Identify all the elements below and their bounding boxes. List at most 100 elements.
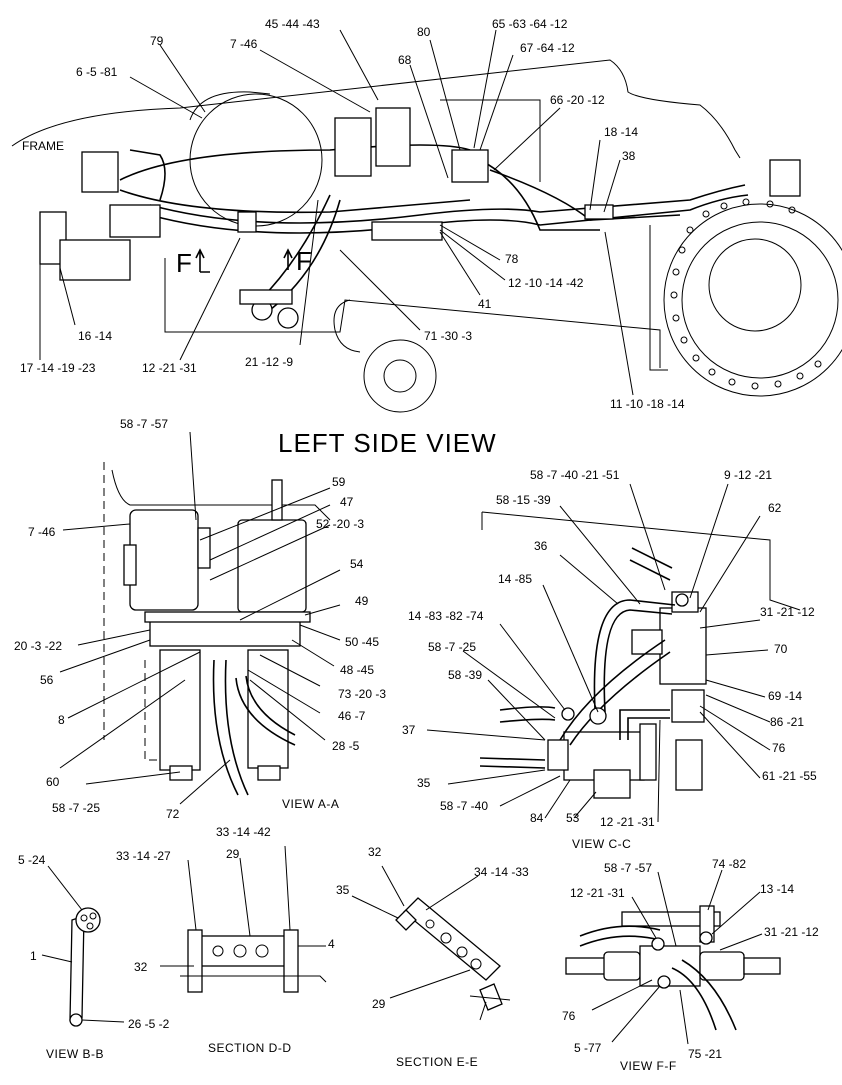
dd-block — [193, 935, 293, 967]
ff-left-tube — [565, 957, 609, 975]
motor-block — [109, 204, 161, 238]
dd-bolt-right — [283, 929, 299, 993]
section-f-arrow-right — [283, 248, 293, 270]
hose-b2 — [245, 675, 296, 736]
callout: 8 — [58, 713, 65, 727]
pump-base — [593, 769, 631, 799]
callout: 17 -14 -19 -23 — [20, 361, 96, 375]
callout: 26 -5 -2 — [128, 1017, 170, 1031]
callout: 35 — [417, 776, 431, 790]
ff-right-coupling — [699, 951, 745, 981]
callout: 80 — [417, 25, 431, 39]
section-f-marker-right: F — [296, 246, 313, 276]
section-d-d-label: SECTION D-D — [208, 1041, 292, 1055]
callout: 78 — [505, 252, 519, 266]
view-a-a: 58 -7 -57 59 47 52 -20 -3 54 49 50 -45 4… — [14, 417, 386, 821]
view-b-b-label: VIEW B-B — [46, 1047, 104, 1061]
callout: 7 -46 — [230, 37, 258, 51]
solenoid-cc — [631, 629, 663, 655]
cc-hose-7 — [479, 757, 546, 769]
callout: 33 -14 -27 — [116, 849, 171, 863]
lower-manifold — [239, 289, 293, 305]
callout: 58 -7 -25 — [428, 640, 476, 654]
dd-base — [180, 975, 327, 983]
ff-upper-nut — [699, 931, 713, 945]
filter-right — [237, 519, 307, 613]
big-wheel-outer — [663, 203, 842, 397]
callout: 59 — [332, 475, 346, 489]
lower-valve-b — [277, 307, 299, 329]
callout: 49 — [355, 594, 369, 608]
callout: 58 -7 -40 — [440, 799, 488, 813]
view-a-a-label: VIEW A-A — [282, 797, 339, 811]
leader — [81, 1019, 125, 1023]
callout: 47 — [340, 495, 354, 509]
callout: 48 -45 — [340, 663, 374, 677]
fitting-cc-c — [675, 593, 689, 607]
solenoid-valve-b — [375, 107, 411, 167]
filter-left — [129, 509, 199, 611]
frame-label: FRAME — [22, 139, 64, 153]
solenoid-valve-a — [334, 117, 372, 177]
cc-hose-3 — [593, 599, 676, 711]
hose-7 — [259, 194, 331, 301]
valve-body — [659, 607, 707, 685]
callout: 37 — [402, 723, 416, 737]
housing-outline — [111, 469, 331, 521]
callout: 31 -21 -12 — [764, 925, 819, 939]
small-wheel-outer — [363, 339, 437, 413]
section-e-e: 32 35 34 -14 -33 29 SECTION E-E — [336, 845, 529, 1069]
ff-fitting-a — [651, 937, 665, 951]
callout: 46 -7 — [338, 709, 366, 723]
callout: 7 -46 — [28, 525, 56, 539]
section-f-marker-left: F — [176, 248, 193, 278]
callout: 76 — [562, 1009, 576, 1023]
callout: 50 -45 — [345, 635, 379, 649]
tank — [189, 93, 323, 227]
callout: 58 -7 -57 — [604, 861, 652, 875]
callout: 67 -64 -12 — [520, 41, 575, 55]
cc-hose-1 — [559, 639, 666, 741]
lower-cartridge — [675, 739, 703, 791]
frame-bottom — [164, 258, 661, 368]
callout: 76 — [772, 741, 786, 755]
callout: 5 -77 — [574, 1041, 602, 1055]
callout: 52 -20 -3 — [316, 517, 364, 531]
page-title: LEFT SIDE VIEW — [278, 428, 497, 458]
callout: 74 -82 — [712, 857, 746, 871]
callout: 66 -20 -12 — [550, 93, 605, 107]
ff-right-tube — [743, 957, 781, 975]
view-b-b: 5 -24 1 26 -5 -2 VIEW B-B — [18, 853, 170, 1061]
callout: 36 — [534, 539, 548, 553]
leader — [47, 865, 83, 911]
arm-top-boss — [75, 907, 101, 933]
callout: 29 — [372, 997, 386, 1011]
callout: 32 — [368, 845, 382, 859]
callout: 34 -14 -33 — [474, 865, 529, 879]
view-f-f: 58 -7 -57 74 -82 12 -21 -31 13 -14 31 -2… — [562, 857, 819, 1073]
view-c-c: 58 -7 -40 -21 -51 9 -12 -21 58 -15 -39 6… — [402, 468, 817, 851]
callout: 58 -7 -57 — [120, 417, 168, 431]
valve-block-top — [451, 149, 489, 183]
callout: 12 -21 -31 — [600, 815, 655, 829]
callout: 84 — [530, 811, 544, 825]
side-callouts: 79 6 -5 -81 45 -44 -43 7 -46 80 68 65 -6… — [20, 17, 685, 411]
callout: 16 -14 — [78, 329, 112, 343]
hose-a — [212, 659, 239, 796]
cc-leaders — [426, 483, 771, 823]
callout: 69 -14 — [768, 689, 802, 703]
cc-hose-6 — [499, 706, 556, 723]
callout: 35 — [336, 883, 350, 897]
pump-block — [81, 151, 119, 193]
ff-fitting-b — [657, 975, 671, 989]
callout: 28 -5 — [332, 739, 360, 753]
hidden-line — [144, 660, 160, 761]
cc-hose-5 — [629, 547, 673, 581]
section-e-e-label: SECTION E-E — [396, 1055, 478, 1069]
ff-hose-curl-b — [681, 959, 737, 1031]
manifold-plate — [144, 611, 311, 623]
ee-block — [403, 897, 501, 981]
cc-callouts: 58 -7 -40 -21 -51 9 -12 -21 58 -15 -39 6… — [402, 468, 817, 851]
callout: 38 — [622, 149, 636, 163]
